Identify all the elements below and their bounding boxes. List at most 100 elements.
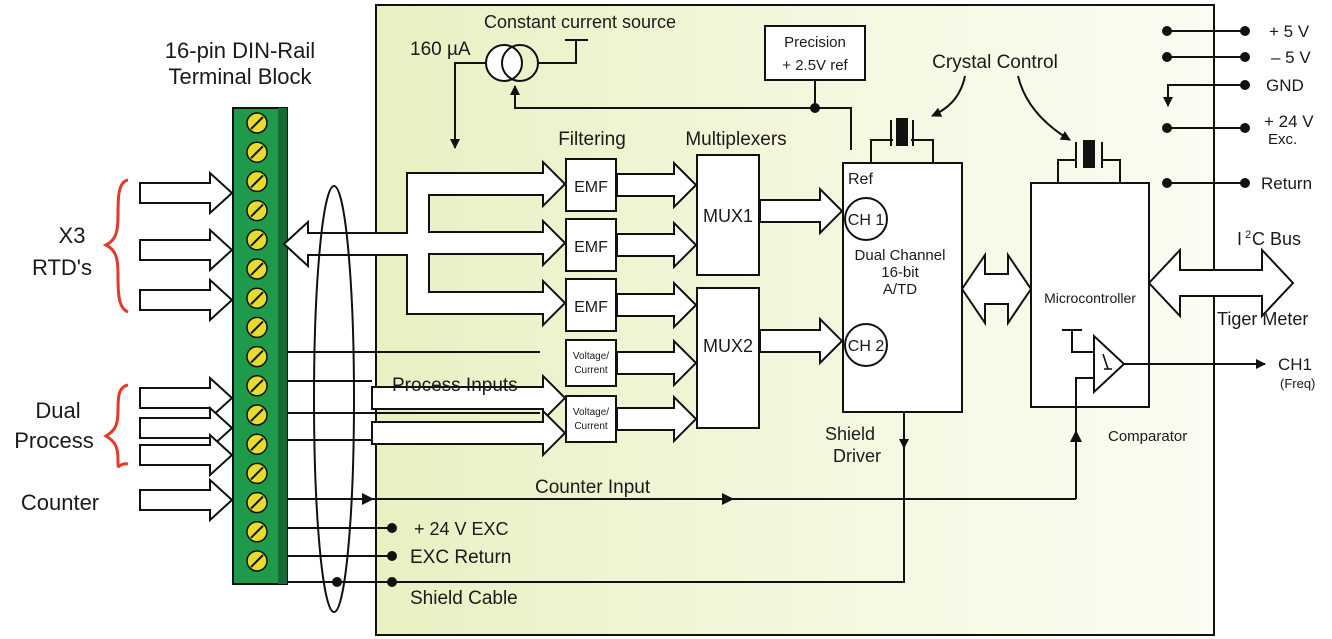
- precision-line1: Precision: [784, 34, 846, 51]
- power-m5-label: – 5 V: [1271, 48, 1311, 67]
- filter-to-mux-arrows: [616, 160, 698, 444]
- adc-line2: 16-bit: [881, 264, 919, 281]
- terminal-screw: [246, 345, 268, 368]
- tiger-meter-label: Tiger Meter: [1217, 309, 1308, 329]
- counter-input-label: Counter Input: [535, 477, 651, 498]
- terminal-screw: [246, 112, 268, 134]
- svg-text:EMF: EMF: [574, 299, 608, 316]
- input-arrows: [139, 170, 234, 523]
- exc-return-node: [387, 551, 397, 561]
- filter-to-mux-arrow: [616, 220, 698, 270]
- counter-arrowhead-2: [722, 493, 734, 505]
- crystal-control-label: Crystal Control: [932, 52, 1058, 73]
- emf-filter-3: EMF: [565, 278, 617, 332]
- counter-to-comparator-arrowhead: [1070, 430, 1082, 442]
- svg-text:Voltage/: Voltage/: [573, 351, 609, 362]
- svg-text:Current: Current: [574, 421, 608, 432]
- shield-driver-line2: Driver: [833, 446, 881, 466]
- current-source-output-wire: [450, 62, 486, 149]
- terminal-screw: [246, 287, 268, 309]
- counter-label: Counter: [21, 490, 99, 515]
- filter-to-mux-arrow: [616, 394, 698, 444]
- terminal-screw: [246, 375, 268, 397]
- terminal-screw: [246, 141, 268, 163]
- filter-to-mux-arrow: [616, 160, 698, 210]
- adc-ch2-circle: [844, 323, 888, 367]
- process-brace: [103, 383, 129, 468]
- input-arrow: [139, 227, 234, 273]
- filter-to-mux-arrow: [616, 280, 698, 330]
- adc-ref-label: Ref: [848, 171, 873, 188]
- current-source-symbol: [485, 44, 539, 82]
- mux1-to-adc-arrow: [759, 186, 844, 236]
- reference-wire: [510, 85, 852, 150]
- input-arrow: [139, 277, 234, 323]
- terminal-wires: [287, 351, 1076, 583]
- input-arrow: [139, 432, 234, 478]
- crystal-1: [870, 118, 934, 163]
- i2c-prefix: I: [1237, 229, 1242, 249]
- comparator-label: Comparator: [1108, 428, 1187, 445]
- adc-line1: Dual Channel: [855, 247, 946, 264]
- process-inputs-label: Process Inputs: [392, 375, 518, 396]
- input-arrow: [139, 375, 234, 421]
- adc-ch1-circle: [844, 197, 888, 241]
- process-label-line2: Process: [14, 428, 93, 453]
- microcontroller-box: [1030, 182, 1150, 408]
- terminal-screw: [246, 199, 268, 222]
- svg-text:EMF: EMF: [574, 179, 608, 196]
- shield-driver-wire: [392, 448, 905, 583]
- mux2-box: [696, 287, 760, 429]
- adc-line3: A/TD: [883, 281, 917, 298]
- filter-to-mux-arrow: [616, 338, 698, 388]
- svg-text:EMF: EMF: [574, 239, 608, 256]
- shield-cable-node: [332, 577, 342, 587]
- rtd-label-line1: X3: [59, 223, 86, 248]
- mux2-to-adc-arrow: [759, 316, 844, 366]
- i2c-sup: 2: [1245, 229, 1251, 241]
- microcontroller-label: Microcontroller: [1044, 290, 1136, 306]
- terminal-screw: [246, 521, 268, 543]
- crystal-2: [1057, 140, 1121, 182]
- multiplexers-label: Multiplexers: [685, 129, 786, 150]
- terminal-screw: [246, 550, 268, 572]
- filtering-label: Filtering: [558, 129, 626, 150]
- power-return-label: Return: [1261, 174, 1312, 193]
- terminal-block-title-line2: Terminal Block: [168, 64, 312, 89]
- voltage-current-filter-1: Voltage/ Current: [565, 339, 617, 387]
- voltage-current-filter-2: Voltage/ Current: [565, 395, 617, 443]
- exc-return-label: EXC Return: [410, 547, 511, 568]
- power-rails: [1162, 26, 1250, 188]
- adc-ch2-label: CH 2: [848, 338, 885, 355]
- terminal-screw: [246, 316, 268, 339]
- shield-cable-ellipse: [313, 185, 355, 613]
- emf-filter-1: EMF: [565, 158, 617, 212]
- terminal-block: [232, 107, 288, 585]
- counter-arrowhead-1: [362, 493, 374, 505]
- i2c-bus-arrow: [1147, 247, 1295, 319]
- process-input-arrows: [371, 373, 567, 458]
- terminal-screw: [246, 258, 268, 280]
- emf-filter-2: EMF: [565, 218, 617, 272]
- ch1-output-label: CH1: [1278, 355, 1312, 374]
- adc-ch1-label: CH 1: [848, 212, 885, 229]
- shield-cable-label: Shield Cable: [410, 588, 518, 609]
- rtd-label-line2: RTD's: [32, 255, 92, 280]
- precision-line2: + 2.5V ref: [782, 57, 848, 74]
- rtd-brace: [102, 178, 129, 314]
- mux1-label: MUX1: [703, 206, 753, 226]
- terminal-screw: [246, 170, 268, 193]
- power-exc-label: Exc.: [1268, 131, 1297, 148]
- precision-node: [810, 103, 820, 113]
- current-source-ground-wire: [538, 40, 577, 64]
- current-value-label: 160 µA: [410, 39, 471, 60]
- mux1-box: [696, 154, 760, 276]
- rtd-bus-arrow: [282, 159, 567, 328]
- terminal-block-title-line1: 16-pin DIN-Rail: [165, 38, 315, 63]
- terminal-screw: [246, 462, 268, 485]
- terminal-screw: [246, 433, 268, 455]
- crystal-arrow-1: [931, 75, 966, 117]
- crystal-arrow-2: [1017, 75, 1071, 141]
- terminal-screw: [246, 491, 268, 514]
